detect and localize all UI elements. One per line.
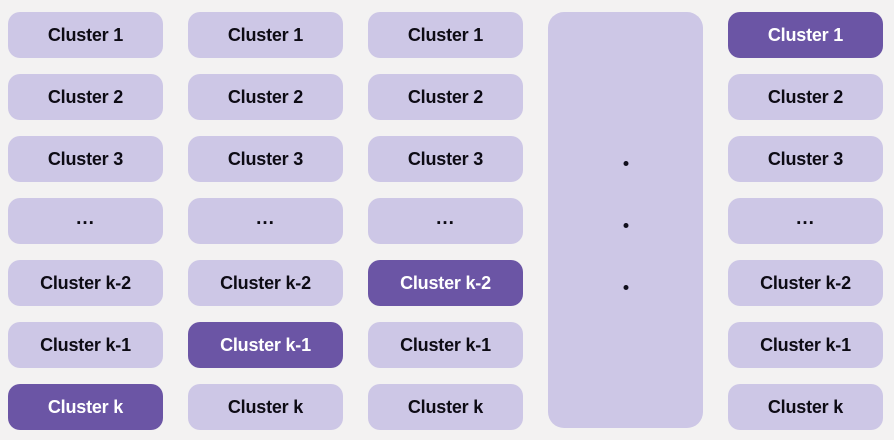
- cluster-column-1: Cluster 1 Cluster 2 Cluster 3 ... Cluste…: [8, 12, 163, 430]
- vertical-ellipsis-block: [548, 12, 703, 428]
- cluster-cell-ellipsis: ...: [188, 198, 343, 244]
- cluster-cell[interactable]: Cluster k: [728, 384, 883, 430]
- cluster-column-ellipsis: [548, 12, 703, 428]
- cluster-column-last: Cluster 1 Cluster 2 Cluster 3 ... Cluste…: [728, 12, 883, 430]
- cluster-cell[interactable]: Cluster k-2: [728, 260, 883, 306]
- cluster-cell[interactable]: Cluster k-2: [8, 260, 163, 306]
- cluster-cell[interactable]: Cluster k: [368, 384, 523, 430]
- cluster-cell[interactable]: Cluster k: [188, 384, 343, 430]
- cluster-column-2: Cluster 1 Cluster 2 Cluster 3 ... Cluste…: [188, 12, 343, 430]
- cluster-cell[interactable]: Cluster 2: [368, 74, 523, 120]
- cluster-cell[interactable]: Cluster 1: [368, 12, 523, 58]
- cluster-cell[interactable]: Cluster k-1: [368, 322, 523, 368]
- vertical-ellipsis-dot-icon: [623, 285, 628, 290]
- cluster-cell[interactable]: Cluster 3: [8, 136, 163, 182]
- vertical-ellipsis-dot-icon: [623, 161, 628, 166]
- cluster-cell[interactable]: Cluster 2: [8, 74, 163, 120]
- cluster-cell[interactable]: Cluster k-2: [188, 260, 343, 306]
- cluster-cell[interactable]: Cluster 1: [8, 12, 163, 58]
- cluster-cell[interactable]: Cluster 1: [188, 12, 343, 58]
- cluster-cell-selected[interactable]: Cluster 1: [728, 12, 883, 58]
- cluster-cell-selected[interactable]: Cluster k: [8, 384, 163, 430]
- cluster-cell[interactable]: Cluster k-1: [728, 322, 883, 368]
- cluster-cell-selected[interactable]: Cluster k-2: [368, 260, 523, 306]
- cluster-cell[interactable]: Cluster 2: [728, 74, 883, 120]
- cluster-cell[interactable]: Cluster k-1: [8, 322, 163, 368]
- cluster-cell[interactable]: Cluster 3: [728, 136, 883, 182]
- vertical-ellipsis-dot-icon: [623, 223, 628, 228]
- cluster-cell-ellipsis: ...: [368, 198, 523, 244]
- cluster-cell[interactable]: Cluster 3: [368, 136, 523, 182]
- cluster-cell[interactable]: Cluster 3: [188, 136, 343, 182]
- cluster-cell-selected[interactable]: Cluster k-1: [188, 322, 343, 368]
- cluster-cell-ellipsis: ...: [8, 198, 163, 244]
- cluster-column-3: Cluster 1 Cluster 2 Cluster 3 ... Cluste…: [368, 12, 523, 430]
- cluster-cell[interactable]: Cluster 2: [188, 74, 343, 120]
- cluster-cell-ellipsis: ...: [728, 198, 883, 244]
